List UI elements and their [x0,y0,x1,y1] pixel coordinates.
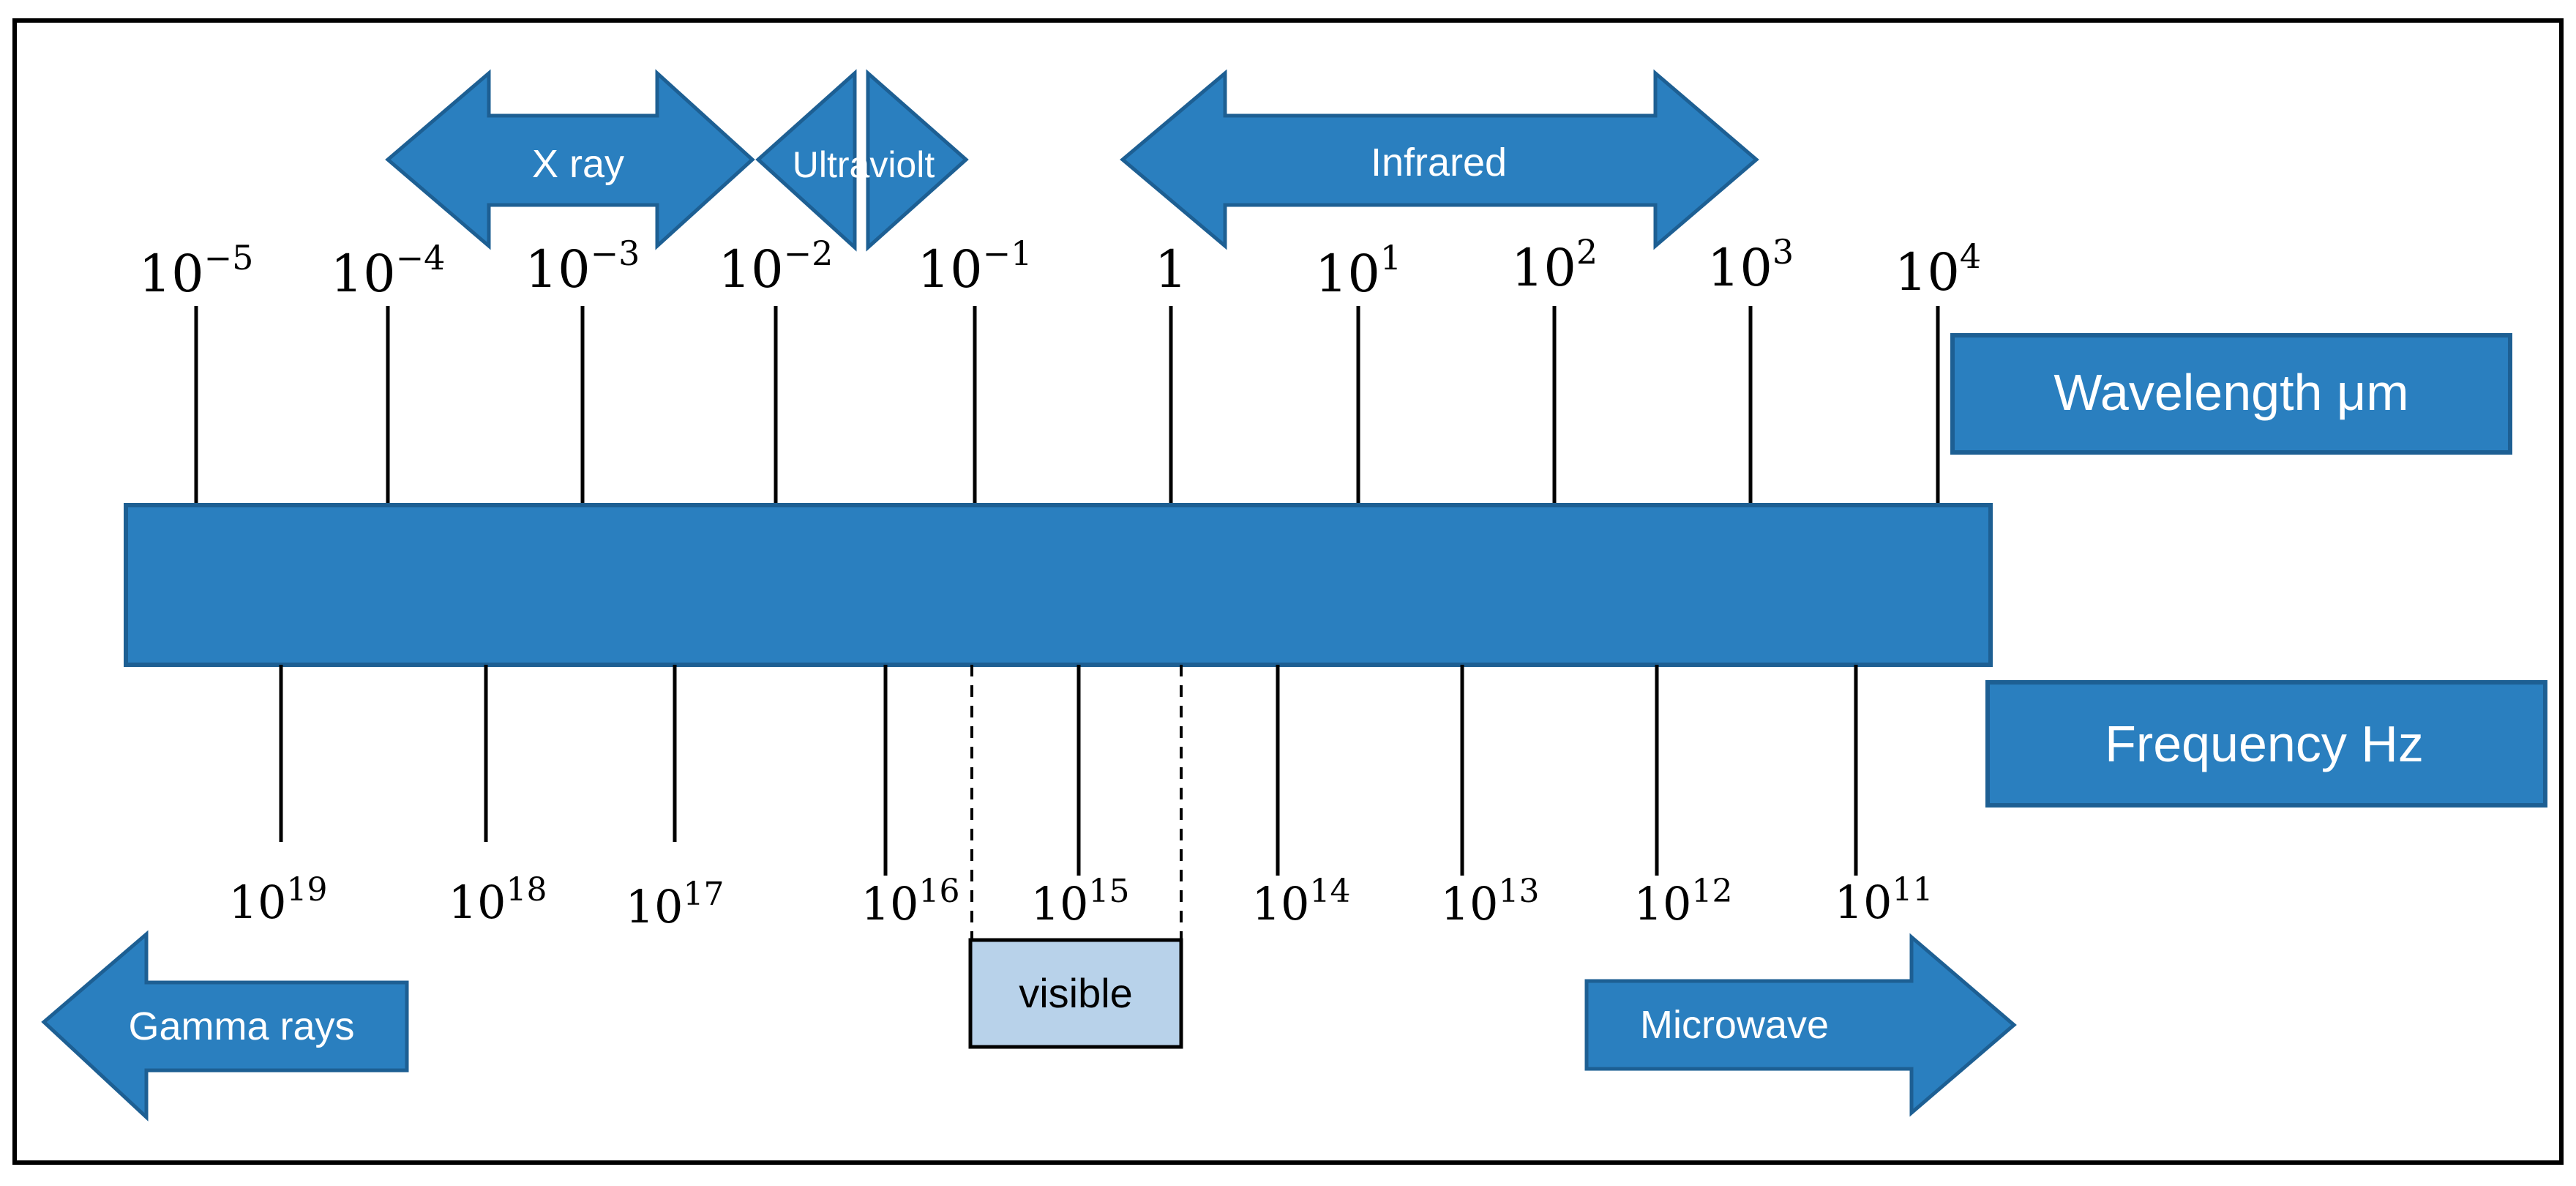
infrared-arrow: Infrared [1120,69,1759,250]
frequency-tick-label: 1019 [229,871,328,929]
spectrum-band [124,503,1993,667]
frequency-tick-label: 1015 [1031,873,1130,930]
gamma-rays-label: Gamma rays [128,1004,354,1048]
infrared-arrow-shape [1120,69,1759,250]
wavelength-label: Wavelength μm [2053,364,2408,421]
ultraviolet-arrow-right-half [866,69,969,252]
frequency-tick-label: 1014 [1252,873,1351,930]
visible-band-box [968,938,1183,1049]
wavelength-tick-label: 104 [1895,236,1981,302]
infrared-label: Infrared [1371,141,1507,184]
wavelength-tick-label: 10−2 [719,234,834,299]
frequency-label: Frequency Hz [2105,715,2424,772]
wavelength-tick-label: 101 [1315,238,1401,304]
wavelength-label-box [1950,333,2512,455]
xray-arrow-shape [385,69,755,250]
frequency-label-box [1985,680,2547,808]
frequency-tick-label: 1017 [626,876,724,933]
wavelength-tick-label: 10−3 [525,234,640,299]
wavelength-tick-labels: 10−5 10−4 10−3 10−2 10−1 1 101 102 103 1… [139,232,1982,304]
wavelength-tick-label: 10−1 [918,234,1033,299]
visible-label: visible [1019,970,1133,1016]
ultraviolet-label: Ultraviolt [793,144,935,185]
wavelength-tick-label: 102 [1511,232,1598,298]
xray-arrow: X ray [385,69,755,250]
frequency-tick-label: 1012 [1634,873,1733,930]
microwave-arrow: Microwave [1584,933,2017,1117]
wavelength-tick-label: 10−5 [139,238,254,304]
ultraviolet-arrow-left-half [755,69,857,252]
wavelength-tick-label: 10−4 [331,238,446,304]
xray-label: X ray [532,142,624,186]
frequency-tick-label: 1016 [861,873,960,930]
frequency-tick-labels: 1019 1018 1017 1016 1015 1014 1013 1012 … [229,871,1933,933]
frequency-ticks [279,665,1858,876]
ultraviolet-arrow: Ultraviolt [755,69,969,252]
gamma-rays-arrow: Gamma rays [41,930,409,1122]
wavelength-ticks [194,306,1940,505]
wavelength-tick-label: 1 [1155,239,1188,299]
wavelength-tick-label: 103 [1707,232,1794,298]
frequency-tick-label: 1018 [449,871,547,929]
gamma-rays-arrow-shape [41,930,409,1122]
frequency-tick-label: 1013 [1441,873,1540,930]
microwave-arrow-shape [1584,933,2017,1117]
frequency-tick-label: 1011 [1835,871,1933,929]
microwave-label: Microwave [1640,1003,1829,1047]
